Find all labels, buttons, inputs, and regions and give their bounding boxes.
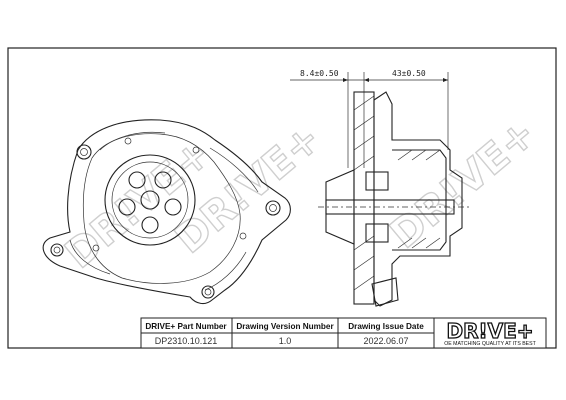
brand-logo-text: DR!VE+: [446, 319, 533, 343]
title-block: DRIVE+ Part Number Drawing Version Numbe…: [140, 317, 547, 349]
housing-inner-contour: [82, 133, 241, 284]
pump-front-view: [42, 119, 291, 305]
watermark-text: DR!VE+: [382, 111, 545, 258]
small-hole: [92, 244, 100, 252]
small-hole: [192, 146, 200, 154]
bearing-hatch: [397, 149, 441, 249]
mount-hole: [76, 144, 92, 160]
part-number-value: DP2310.10.121: [155, 336, 218, 346]
hub-bolt-hole: [164, 198, 182, 216]
hub-bolt-hole: [141, 216, 159, 234]
housing-flange: [69, 131, 259, 291]
mount-hole: [201, 285, 215, 299]
hub-bolt-hole: [140, 190, 160, 210]
small-hole: [124, 137, 132, 145]
part-number-label: DRIVE+ Part Number: [145, 322, 227, 331]
mount-hole: [204, 288, 212, 296]
hub-bolt-hole: [154, 171, 172, 189]
pump-body: [373, 91, 463, 307]
dimension-label-right: 43±0.50: [392, 69, 426, 78]
mount-hole: [80, 148, 88, 156]
hub-bolt-hole: [128, 171, 146, 189]
issue-date-label: Drawing Issue Date: [348, 322, 424, 331]
mount-hole: [53, 246, 61, 254]
seal-ring: [365, 171, 389, 191]
hub-bolt-hole: [118, 198, 136, 216]
drain-boss: [371, 277, 399, 307]
version-label: Drawing Version Number: [236, 322, 334, 331]
brand-logo: DR!VE+ OE MATCHING QUALITY AT ITS BEST: [444, 318, 536, 347]
dimension-arrow: [343, 78, 448, 82]
version-value: 1.0: [279, 336, 292, 346]
brand-tagline: OE MATCHING QUALITY AT ITS BEST: [444, 341, 536, 347]
small-hole: [239, 232, 247, 240]
pulley-hub-outer: [104, 154, 196, 246]
housing-outline: [42, 119, 291, 305]
watermark-right: DR!VE+: [381, 110, 545, 259]
mount-hole: [265, 200, 281, 216]
pump-section-view: 8.4±0.50 43±0.50: [290, 69, 470, 307]
mount-hole: [50, 243, 64, 257]
seal-ring: [365, 223, 389, 243]
dimension-label-left: 8.4±0.50: [300, 69, 339, 78]
flange-hatch: [353, 95, 375, 291]
pulley-hub-ring: [111, 161, 189, 239]
mount-hole: [269, 204, 277, 212]
impeller: [325, 169, 355, 245]
issue-date-value: 2022.06.07: [363, 336, 408, 346]
